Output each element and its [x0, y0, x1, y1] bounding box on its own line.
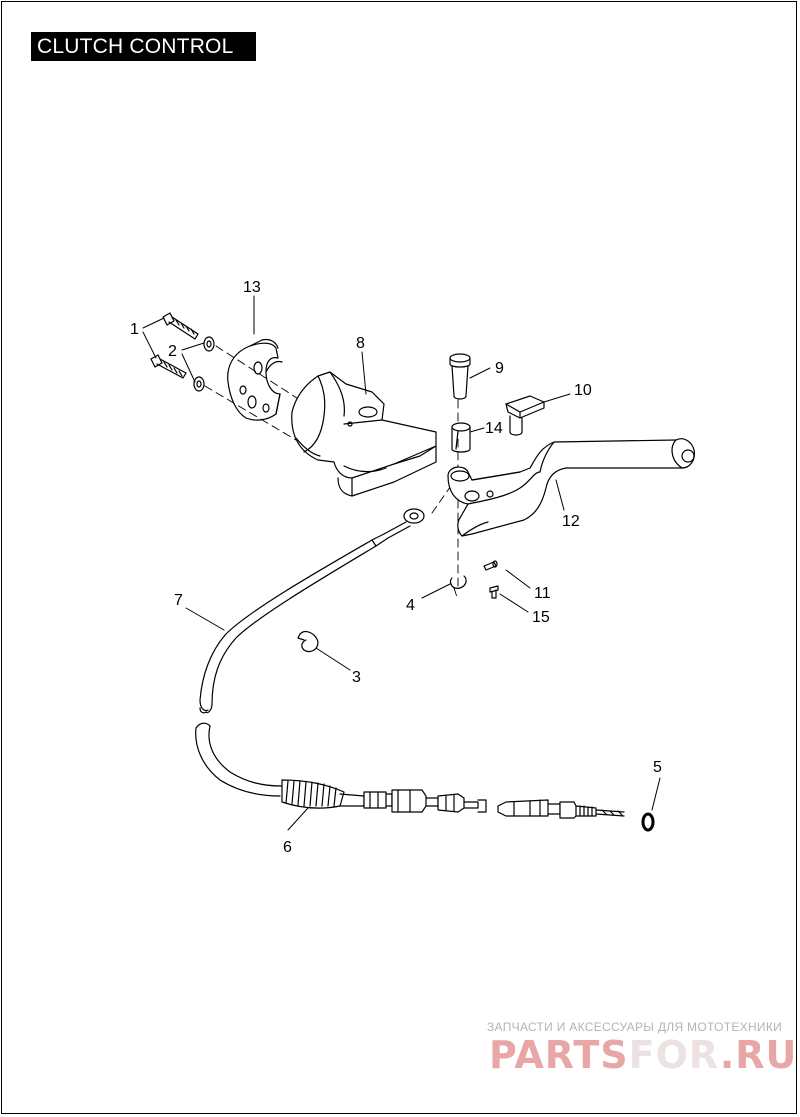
- leader-lines: [142, 295, 661, 831]
- watermark-logo-part1: PARTS: [489, 1033, 629, 1077]
- callout-7: 7: [174, 592, 183, 609]
- part-5-fitting: [497, 799, 655, 832]
- callout-5: 5: [653, 759, 662, 776]
- part-4-retaining-ring: [449, 575, 467, 589]
- callout-6: 6: [283, 839, 292, 856]
- part-13-clamp: [227, 338, 283, 421]
- callout-3: 3: [352, 669, 361, 686]
- callout-numbers: 1 2 3 4 5 6 7 8 9 10 11 12 13 14 15: [130, 279, 662, 856]
- callout-14: 14: [485, 420, 503, 437]
- part-1-screws: [150, 312, 199, 379]
- callout-15: 15: [532, 609, 550, 626]
- part-2-washers: [193, 336, 215, 392]
- callout-4: 4: [406, 597, 415, 614]
- callout-10: 10: [574, 382, 592, 399]
- part-15-screw: [489, 585, 499, 599]
- part-7-upper-cable: [199, 508, 425, 714]
- part-11-pin: [483, 560, 498, 571]
- callout-12: 12: [562, 513, 580, 530]
- callout-9: 9: [495, 360, 504, 377]
- part-12-lever: [447, 438, 695, 537]
- part-9-pivot-pin: [449, 353, 471, 400]
- part-10-button: [505, 395, 545, 436]
- callout-2: 2: [168, 343, 177, 360]
- part-3-cable-clip: [297, 630, 319, 653]
- part-8-housing: [291, 371, 437, 497]
- callout-1: 1: [130, 321, 139, 338]
- watermark-logo-part2: FOR: [628, 1033, 720, 1077]
- callout-13: 13: [243, 279, 261, 296]
- page-title: CLUTCH CONTROL: [31, 32, 256, 61]
- watermark-logo-part3: .RU: [719, 1033, 798, 1077]
- watermark-logo: PARTSFOR.RU: [489, 1033, 797, 1077]
- part-14-bushing: [451, 422, 471, 453]
- callout-8: 8: [356, 335, 365, 352]
- part-6-lower-cable: [195, 722, 487, 813]
- callout-11: 11: [534, 585, 551, 602]
- watermark-tagline: ЗАПЧАСТИ И АКСЕССУАРЫ ДЛЯ МОТОТЕХНИКИ: [487, 1020, 783, 1034]
